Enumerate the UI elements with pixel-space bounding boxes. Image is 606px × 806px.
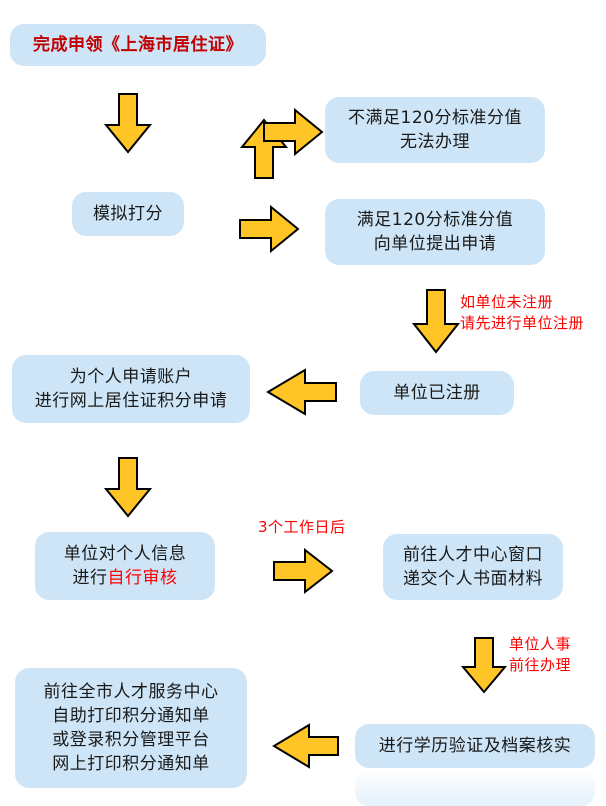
node-below-120: 不满足120分标准分值 无法办理	[325, 97, 545, 163]
node-line: 进行学历验证及档案核实	[378, 735, 572, 756]
node-line: 前往全市人才服务中心	[43, 681, 219, 702]
annot-three-working-days: 3个工作日后	[258, 517, 346, 538]
node-line: 为个人申请账户	[69, 366, 193, 387]
node-line: 单位对个人信息	[63, 543, 187, 564]
node-apply-account: 为个人申请账户 进行网上居住证积分申请	[12, 355, 250, 423]
annot-line: 如单位未注册	[460, 293, 554, 311]
down-arrow-icon	[104, 457, 152, 518]
node-self-review: 单位对个人信息 进行自行审核	[35, 532, 215, 600]
arrow-review-to-window	[272, 548, 334, 594]
node-complete-residence-permit: 完成申领《上海市居住证》	[10, 24, 266, 66]
arrow-title-to-score	[104, 92, 152, 154]
right-arrow-icon	[273, 548, 334, 594]
node-line: 或登录积分管理平台	[52, 730, 210, 750]
node-company-registered: 单位已注册	[360, 371, 514, 415]
annot-line: 前往办理	[509, 655, 572, 674]
node-talent-center-window: 前往人才中心窗口 递交个人书面材料	[383, 534, 563, 600]
node-line: 前往人才中心窗口	[403, 544, 543, 565]
annot-line: 请先进行单位注册	[460, 313, 585, 332]
down-arrow-icon	[461, 637, 507, 694]
node-line: 单位已注册	[393, 382, 481, 403]
down-arrow-icon	[412, 289, 460, 354]
node-line: 网上打印积分通知单	[52, 754, 210, 775]
node-line-highlighted: 进行自行审核	[73, 566, 178, 590]
node-line: 向单位提出申请	[373, 234, 497, 254]
node-degree-verify-reflection	[355, 770, 595, 806]
annot-line: 3个工作日后	[258, 518, 346, 536]
node-line: 不满足120分标准分值	[348, 107, 522, 128]
arrow-account-to-review	[104, 456, 152, 518]
node-line: 自助打印积分通知单	[52, 705, 210, 726]
node-line-highlight: 自行审核	[107, 568, 178, 588]
node-line: 进行网上居住证积分申请	[34, 391, 228, 411]
arrow-meets-to-registered	[412, 288, 460, 354]
node-degree-verify: 进行学历验证及档案核实	[355, 724, 595, 768]
right-arrow-icon	[263, 108, 324, 156]
node-line: 完成申领《上海市居住证》	[33, 34, 243, 55]
left-arrow-icon	[266, 368, 337, 416]
annot-company-not-registered: 如单位未注册 请先进行单位注册	[460, 292, 584, 333]
node-line: 模拟打分	[93, 203, 163, 224]
arrow-score-to-meets	[238, 205, 300, 253]
left-arrow-icon	[272, 723, 339, 769]
arrow-score-branch-right	[262, 108, 324, 156]
right-arrow-icon	[239, 205, 300, 253]
arrow-window-to-verify	[461, 636, 507, 694]
down-arrow-icon	[104, 93, 152, 154]
node-line-prefix: 进行	[72, 568, 108, 588]
arrow-verify-to-print	[272, 723, 340, 769]
node-line: 满足120分标准分值	[356, 209, 514, 230]
node-simulate-score: 模拟打分	[72, 192, 184, 236]
node-line: 递交个人书面材料	[403, 569, 543, 589]
node-meets-120: 满足120分标准分值 向单位提出申请	[325, 199, 545, 265]
node-line: 无法办理	[400, 132, 470, 152]
node-print-notice: 前往全市人才服务中心 自助打印积分通知单 或登录积分管理平台 网上打印积分通知单	[15, 668, 247, 788]
annot-hr-handle: 单位人事 前往办理	[509, 634, 571, 675]
arrow-registered-to-account	[266, 368, 338, 416]
annot-line: 单位人事	[509, 635, 572, 653]
